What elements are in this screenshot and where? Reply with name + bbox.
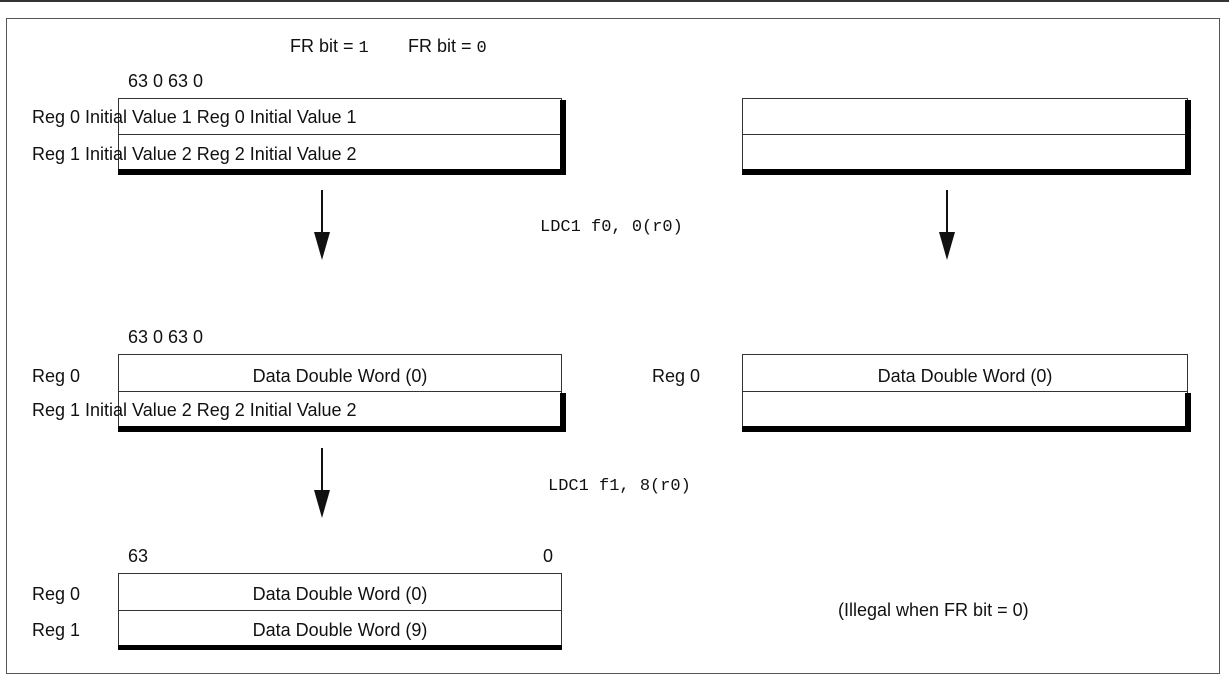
figure-frame <box>6 18 1220 674</box>
section1-right-shadow-bottom <box>742 169 1191 175</box>
arrow-down-right-1 <box>939 190 955 260</box>
section2-right-shadow-bottom <box>742 426 1191 432</box>
section1-right-shadow-right <box>1185 100 1191 175</box>
section3-reg1-label: Reg 1 <box>32 620 81 640</box>
fr1-label-text: FR bit = <box>290 36 359 56</box>
instruction-ldc1-f0: LDC1 f0, 0(r0) <box>540 218 683 237</box>
fr1-value: 1 <box>358 39 369 58</box>
section1-row1-text: Reg 0 Initial Value 1 Reg 0 Initial Valu… <box>32 107 357 127</box>
arrow-down-left-1 <box>314 190 330 260</box>
fr-bit-1-label: FR bit = 1 <box>290 36 369 59</box>
fr0-label-text: FR bit = <box>408 36 477 56</box>
section3-reg1-value: Data Double Word (9) <box>252 620 428 640</box>
section3-bit-high: 63 <box>128 546 149 566</box>
section2-left-shadow-right <box>560 393 566 431</box>
section3-reg0-label: Reg 0 <box>32 584 81 604</box>
section2-right-reg0-value: Data Double Word (0) <box>877 366 1053 386</box>
section2-right-reg0-label: Reg 0 <box>652 366 701 386</box>
section1-left-shadow-right <box>560 100 566 175</box>
section3-bit-low: 0 <box>543 546 554 566</box>
section2-bits-label: 63 0 63 0 <box>128 327 204 347</box>
section2-reg0-label: Reg 0 <box>32 366 81 386</box>
section2-reg0-value: Data Double Word (0) <box>252 366 428 386</box>
section1-left-shadow-bottom <box>118 169 566 175</box>
section3-reg0-value: Data Double Word (0) <box>252 584 428 604</box>
section1-left-row2-box <box>118 134 562 170</box>
section1-right-row1-box <box>742 98 1188 136</box>
instruction-ldc1-f1: LDC1 f1, 8(r0) <box>548 477 691 496</box>
section2-right-shadow-right <box>1185 393 1191 431</box>
fr0-value: 0 <box>476 39 487 58</box>
section2-right-row2-box <box>742 391 1188 427</box>
fr-bit-0-label: FR bit = 0 <box>408 36 487 59</box>
arrow-down-left-2 <box>314 448 330 518</box>
section3-shadow-bottom <box>118 645 562 650</box>
section2-left-row1-box <box>118 354 562 393</box>
section2-left-shadow-bottom <box>118 426 566 432</box>
section1-right-row2-box <box>742 134 1188 170</box>
section1-bits-label: 63 0 63 0 <box>128 71 204 91</box>
section2-row2-text: Reg 1 Initial Value 2 Reg 2 Initial Valu… <box>32 400 357 420</box>
illegal-note: (Illegal when FR bit = 0) <box>838 600 1029 620</box>
section1-row2-text: Reg 1 Initial Value 2 Reg 2 Initial Valu… <box>32 144 357 164</box>
top-rule <box>0 0 1229 2</box>
